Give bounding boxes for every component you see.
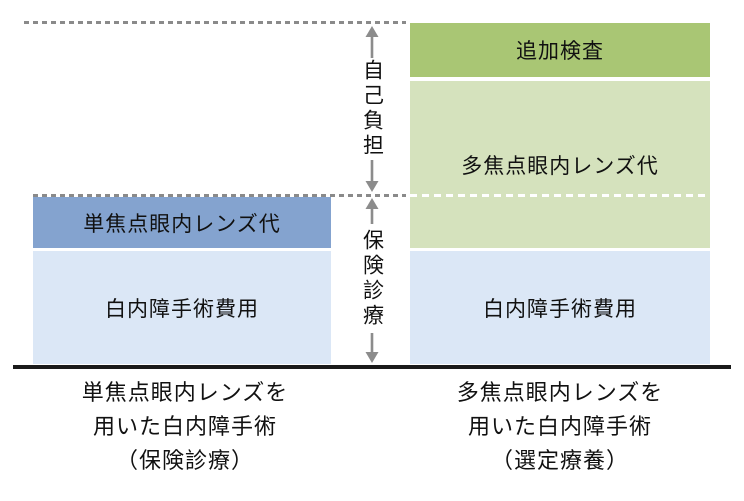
caption-line: 用いた白内障手術 [92, 415, 277, 440]
left-bar-segment-surgery-cost: 白内障手術費用 [33, 251, 331, 364]
segment-label: 多焦点眼内レンズ代 [461, 153, 659, 178]
insurance-label: 保険診療 [360, 228, 385, 329]
segment-label: 単焦点眼内レンズ代 [83, 211, 281, 236]
down-arrow-icon [365, 160, 379, 192]
self-pay-label: 自己負担 [360, 59, 385, 159]
left-bar-segment-monofocal-lens-cost: 単焦点眼内レンズ代 [33, 197, 331, 248]
caption-line: （保険診療） [115, 449, 254, 474]
caption-line: 多焦点眼内レンズを [456, 381, 664, 406]
middle-dotted-guide-line [33, 194, 406, 197]
left-column-caption: 単焦点眼内レンズを 用いた白内障手術 （保険診療） [25, 377, 345, 479]
segment-label: 追加検査 [516, 39, 604, 63]
caption-line: 用いた白内障手術 [467, 415, 652, 440]
down-arrow-icon [365, 333, 379, 363]
caption-line: 単焦点眼内レンズを [81, 381, 289, 406]
segment-label: 白内障手術費用 [105, 296, 259, 321]
up-arrow-icon [365, 198, 379, 224]
white-dashed-guide-line [410, 194, 710, 197]
right-bar-segment-surgery-cost: 白内障手術費用 [410, 251, 710, 364]
right-column-caption: 多焦点眼内レンズを 用いた白内障手術 （選定療養） [400, 377, 720, 479]
up-arrow-icon [365, 26, 379, 58]
baseline-axis [13, 365, 731, 369]
self-pay-range-annotation: 自己負担 [344, 26, 400, 192]
top-dotted-guide-line [24, 21, 406, 24]
right-bar-segment-additional-exam: 追加検査 [410, 23, 710, 77]
caption-line: （選定療養） [490, 449, 629, 474]
right-bar-segment-multifocal-lens-cost: 多焦点眼内レンズ代 [410, 81, 710, 248]
insurance-range-annotation: 保険診療 [344, 198, 400, 363]
segment-label: 白内障手術費用 [483, 296, 637, 321]
